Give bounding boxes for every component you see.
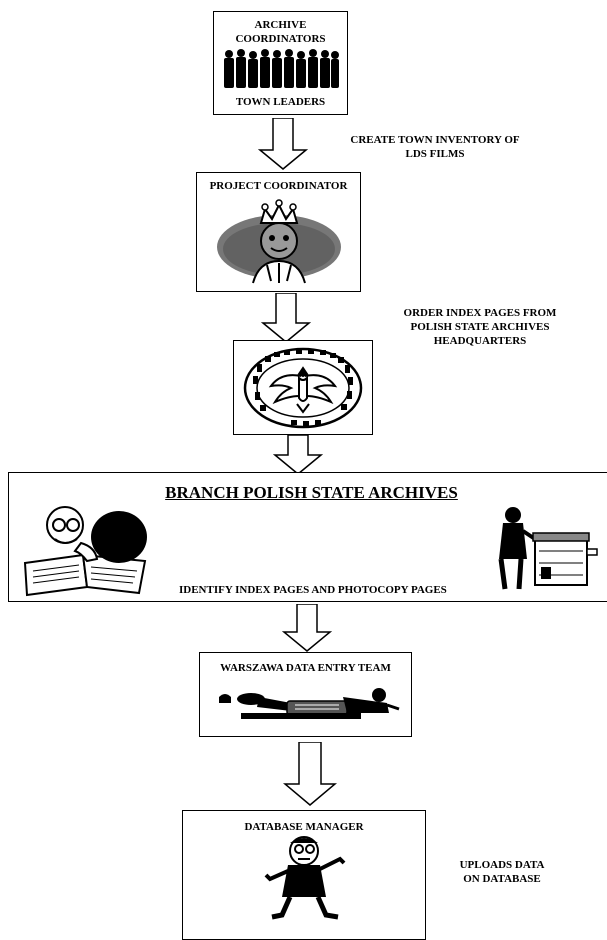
project-coordinator-label: PROJECT COORDINATOR <box>209 180 348 192</box>
database-manager-label: DATABASE MANAGER <box>244 821 364 833</box>
flow-arrow-3 <box>273 435 323 475</box>
state-archives-hq-box <box>233 340 373 435</box>
database-manager-icon <box>264 836 346 920</box>
note-uploads-line1: UPLOADS DATA <box>459 859 545 871</box>
note-create-line2: LDS FILMS <box>405 148 465 160</box>
branch-archives-box: BRANCH POLISH STATE ARCHIVES IDENTIFY IN… <box>8 472 607 602</box>
flow-arrow-1 <box>258 118 308 170</box>
archive-coordinators-box: ARCHIVE COORDINATORS TOWN LEADERS <box>213 11 348 115</box>
flow-arrow-5 <box>283 742 337 806</box>
reader-with-book-icon <box>23 506 147 597</box>
archives-seal-icon <box>243 347 363 429</box>
warszawa-data-entry-box: WARSZAWA DATA ENTRY TEAM <box>199 652 412 737</box>
note-create-inventory: CREATE TOWN INVENTORY OF LDS FILMS <box>335 133 535 161</box>
archive-label: ARCHIVE <box>254 19 307 31</box>
note-uploads-line2: ON DATABASE <box>463 873 541 885</box>
database-manager-box: DATABASE MANAGER <box>182 810 426 940</box>
note-order-index: ORDER INDEX PAGES FROM POLISH STATE ARCH… <box>375 306 585 348</box>
photocopier-operator-icon <box>498 507 598 590</box>
flow-arrow-4 <box>282 604 332 652</box>
branch-archives-title: BRANCH POLISH STATE ARCHIVES <box>165 483 458 502</box>
data-entry-typists-icon <box>219 688 400 719</box>
note-uploads-data: UPLOADS DATA ON DATABASE <box>442 858 562 886</box>
coordinators-label: COORDINATORS <box>235 33 326 45</box>
warszawa-data-entry-label: WARSZAWA DATA ENTRY TEAM <box>220 662 391 674</box>
note-order-line3: HEADQUARTERS <box>433 335 527 347</box>
town-leaders-label: TOWN LEADERS <box>235 96 326 108</box>
crowned-face-icon <box>217 199 341 284</box>
flow-arrow-2 <box>261 293 311 343</box>
crowd-icon <box>224 49 339 88</box>
note-order-line2: POLISH STATE ARCHIVES <box>410 321 550 333</box>
note-order-line1: ORDER INDEX PAGES FROM <box>403 307 557 319</box>
project-coordinator-box: PROJECT COORDINATOR <box>196 172 361 292</box>
branch-archives-caption: IDENTIFY INDEX PAGES AND PHOTOCOPY PAGES <box>179 584 447 596</box>
note-create-line1: CREATE TOWN INVENTORY OF <box>350 134 520 146</box>
